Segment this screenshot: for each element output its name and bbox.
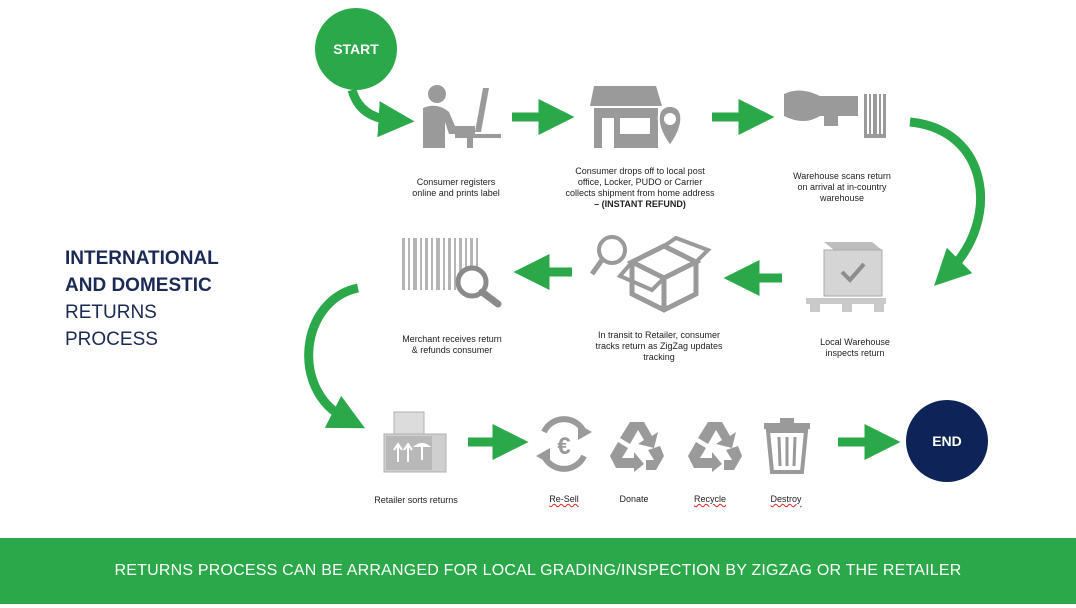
shop-location-icon (590, 86, 683, 148)
svg-text:€: € (557, 433, 570, 460)
caption-transit: In transit to Retailer, consumer tracks … (595, 330, 723, 362)
title-line-1: INTERNATIONAL (65, 248, 219, 269)
caption-register: Consumer registers online and prints lab… (412, 177, 500, 198)
caption-scan: Warehouse scans return on arrival at in-… (793, 171, 891, 203)
recycle-icon (610, 422, 664, 472)
recycle-icon-2 (688, 422, 742, 472)
title-line-2: AND DOMESTIC (65, 275, 212, 296)
caption-inspect: Local Warehouse inspects return (820, 337, 890, 358)
caption-destroy: Destroy (770, 494, 802, 504)
caption-sort: Retailer sorts returns (374, 495, 458, 505)
footer-banner: RETURNS PROCESS CAN BE ARRANGED FOR LOCA… (0, 538, 1076, 604)
barcode-scanner-icon (784, 90, 886, 138)
caption-resell: Re-Sell (549, 494, 579, 504)
caption-recycle: Recycle (693, 494, 726, 504)
pallet-box-icon (806, 242, 886, 312)
trash-bin-icon (764, 418, 810, 474)
page-title: INTERNATIONAL AND DOMESTIC RETURNS PROCE… (65, 245, 219, 353)
end-circle: END (906, 400, 988, 482)
start-circle: START (315, 8, 397, 90)
person-computer-icon (423, 85, 501, 148)
caption-donate: Donate (619, 494, 649, 504)
euro-recycle-icon: € (536, 416, 592, 472)
title-line-3: RETURNS (65, 302, 157, 323)
caption-dropoff: Consumer drops off to local post office,… (565, 166, 715, 209)
open-box-search-icon (589, 235, 712, 313)
arrow-3 (909, 117, 985, 286)
start-arrow (347, 88, 415, 138)
caption-merchant: Merchant receives return & refunds consu… (402, 334, 502, 355)
barcode-search-icon (402, 238, 502, 308)
flow-arrows (304, 88, 985, 460)
start-label: START (333, 41, 379, 57)
title-line-4: PROCESS (65, 329, 158, 350)
arrow-6 (304, 283, 366, 429)
fragile-box-icon (383, 411, 447, 473)
end-label: END (932, 433, 962, 449)
banner-text: RETURNS PROCESS CAN BE ARRANGED FOR LOCA… (114, 562, 962, 579)
